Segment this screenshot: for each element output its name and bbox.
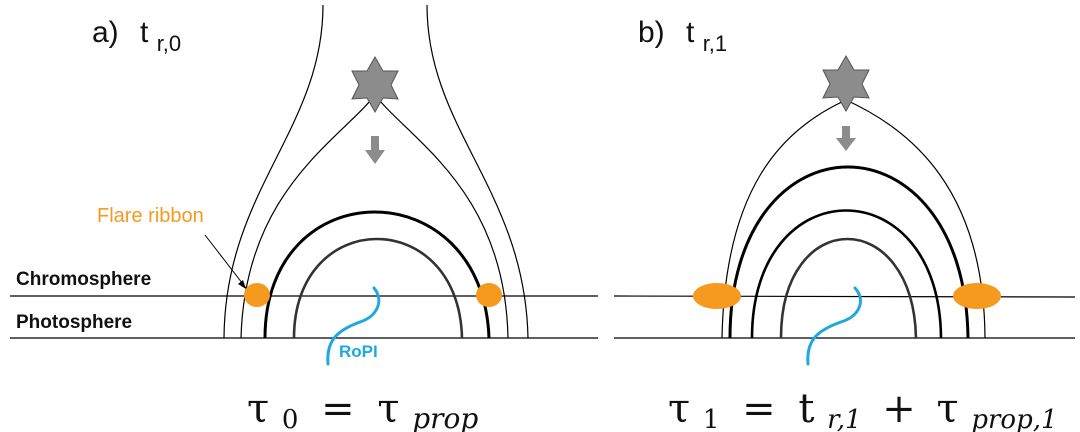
- formula-b-tau: τ: [668, 386, 690, 432]
- chromosphere-label: Chromosphere: [16, 269, 151, 290]
- flare-loop-inner-a: [292, 237, 464, 339]
- field-line-inner-left-a: [240, 94, 376, 339]
- ropi-curve-a: [326, 286, 381, 366]
- flare-ribbon-right-b: [953, 283, 1001, 309]
- photosphere-label: Photosphere: [16, 312, 132, 333]
- reconnection-star-icon-b: [822, 54, 870, 113]
- panel-a-time-sub: r,0: [157, 31, 181, 56]
- panel-b-time-sub: r,1: [703, 31, 727, 56]
- flare-loop-middle-b: [750, 209, 943, 339]
- formula-a: τ 0 = τ prop: [247, 386, 478, 432]
- formula-a-eq: =: [321, 386, 355, 432]
- formula-b-t: t: [798, 386, 814, 432]
- formula-b-tau2-sub: prop,1: [971, 405, 1057, 432]
- panel-a-time: t: [140, 16, 149, 49]
- field-line-outer-left-a: [223, 4, 324, 339]
- field-lines-a: [223, 4, 529, 339]
- reconnection-star-icon-a: [351, 55, 399, 114]
- panel-b: b) t r,1 τ 1 = t r,1: [613, 16, 1076, 432]
- panel-a-label: a) t r,0: [92, 16, 181, 56]
- flare-ribbon-label: Flare ribbon: [97, 205, 204, 227]
- formula-b-plus: +: [882, 386, 916, 432]
- flare-ribbon-left-a: [244, 283, 270, 307]
- down-arrow-icon-a: [365, 136, 385, 164]
- flare-ribbon-left-b: [693, 283, 741, 309]
- formula-b-tau-sub: 1: [703, 405, 720, 432]
- field-line-inner-right-a: [374, 94, 509, 339]
- formula-b-eq: =: [742, 386, 776, 432]
- flare-loop-inner-b: [779, 237, 918, 339]
- formula-b-t-sub: r,1: [827, 405, 861, 432]
- flare-ribbon-pointer-line: [204, 234, 247, 289]
- down-arrow-icon-b: [836, 126, 856, 151]
- ropi-label: RoPI: [339, 342, 378, 361]
- panel-a-letter: a): [92, 16, 119, 49]
- formula-b: τ 1 = t r,1 + τ prop,1: [668, 386, 1058, 432]
- ropi-curve-b: [806, 286, 862, 366]
- panel-a: a) t r,0 Flare ribbon RoPI: [10, 4, 598, 432]
- flare-ribbon-pointer-head: [238, 280, 246, 289]
- formula-a-tau-sub: 0: [282, 405, 299, 432]
- formula-b-tau2: τ: [937, 386, 959, 432]
- panel-b-time: t: [686, 16, 695, 49]
- panel-b-label: b) t r,1: [638, 16, 727, 56]
- flare-ribbon-right-a: [476, 283, 502, 307]
- formula-a-rhs-sub: prop: [412, 402, 478, 432]
- formula-a-rhs-tau: τ: [377, 386, 399, 432]
- panel-b-letter: b): [638, 16, 665, 49]
- flare-loop-outer-a: [263, 210, 491, 339]
- chromosphere-line-b: [613, 295, 1076, 298]
- field-line-outer-right-a: [426, 4, 529, 339]
- flare-loop-outer-b: [728, 165, 970, 339]
- formula-a-tau: τ: [247, 386, 269, 432]
